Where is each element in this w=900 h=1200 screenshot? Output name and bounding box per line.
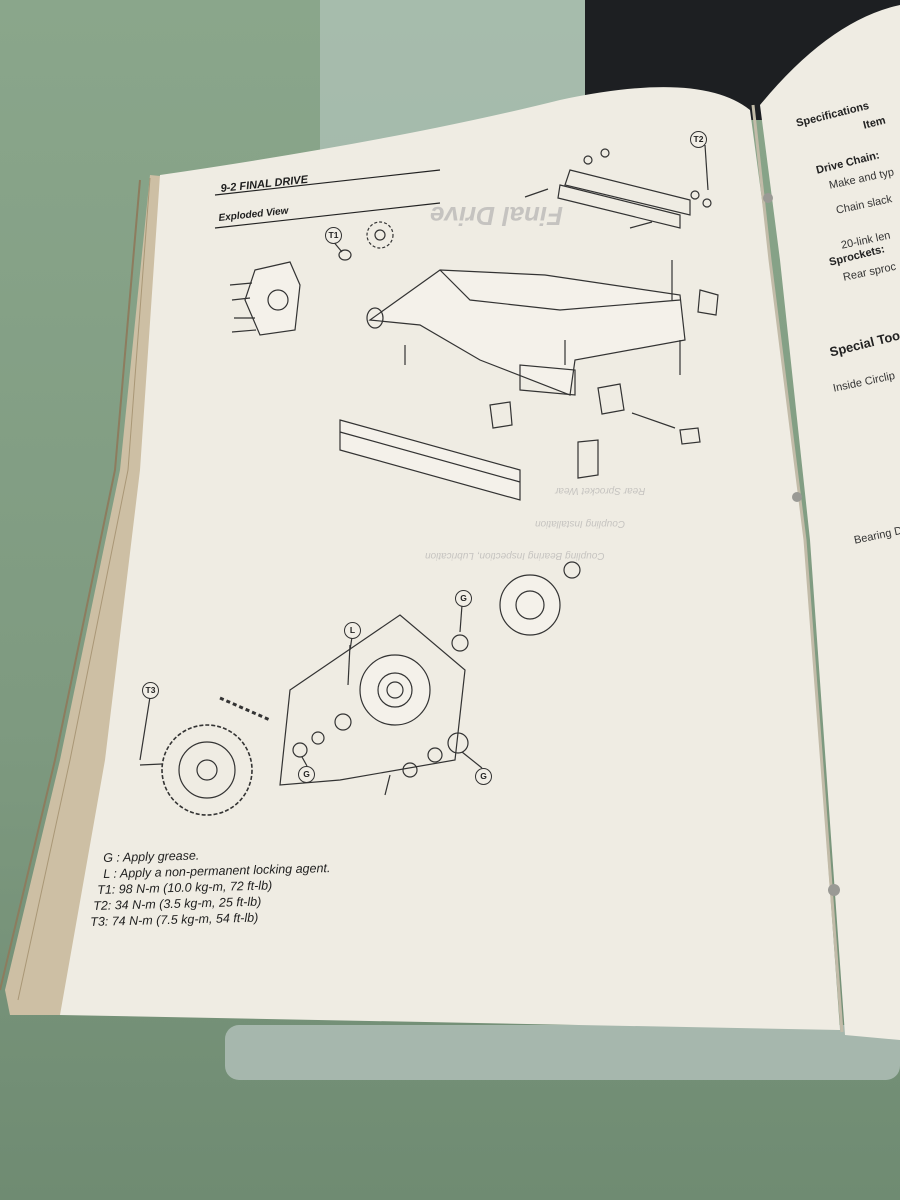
callout-t3: T3: [142, 682, 159, 699]
bleed-through-title: Final Drive: [430, 201, 563, 231]
plastic-sleeve-bottom: [225, 1025, 900, 1080]
callout-l: L: [344, 622, 361, 639]
callout-g-coupling: G: [455, 590, 472, 607]
callout-g-hub-left: G: [298, 766, 315, 783]
bleed-through-toc-1: Rear Sprocket Wear: [555, 485, 646, 496]
bleed-through-toc-3: Coupling Bearing Inspection, Lubrication: [425, 550, 605, 561]
spine-gutter: [751, 104, 844, 1033]
callout-g-hub-right: G: [475, 768, 492, 785]
exploded-diagram: [139, 144, 719, 816]
right-page: [760, 5, 900, 1040]
bleed-through-toc-2: Coupling Installation: [535, 518, 626, 529]
callout-t1: T1: [325, 227, 342, 244]
callout-t2: T2: [690, 131, 707, 148]
